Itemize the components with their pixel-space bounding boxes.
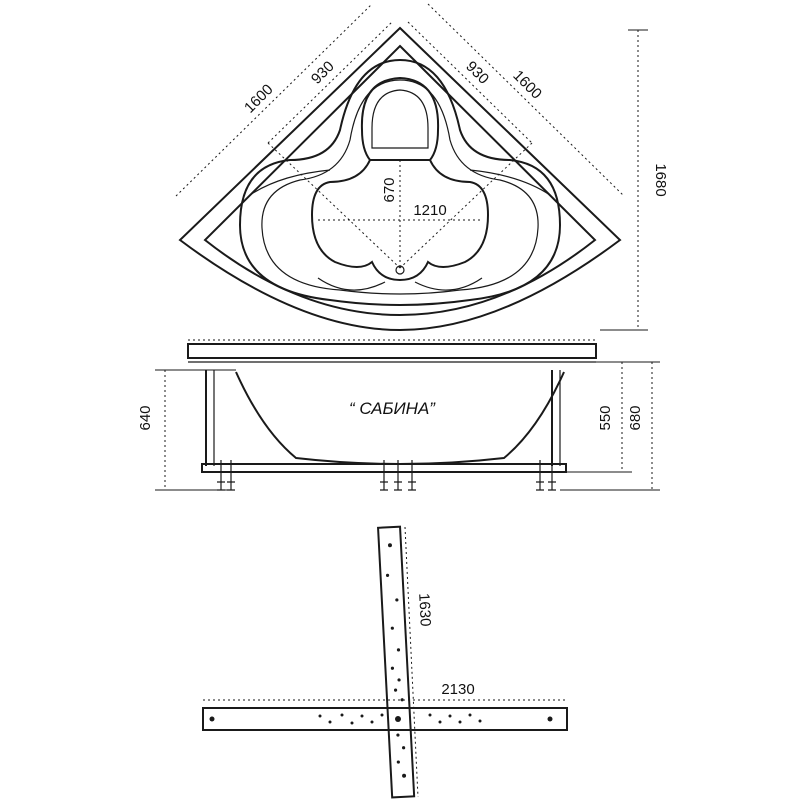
dim-label-cross-beam: 1630	[415, 593, 434, 627]
dim-line-left-outer	[175, 3, 373, 197]
dim-line-right-outer	[427, 3, 625, 197]
leg	[394, 460, 402, 491]
long-beam	[202, 707, 568, 731]
dim-line-left-inner	[267, 21, 393, 144]
leg	[548, 460, 556, 491]
cross-beam-outline	[377, 525, 416, 799]
dim-label-right-inner: 930	[462, 58, 492, 88]
dim-label-left-outer: 1600	[241, 81, 277, 117]
model-name-label: “ САБИНА”	[349, 399, 436, 418]
dim-label-height-inner: 550	[597, 405, 614, 430]
dim-label-right-outer: 1600	[509, 67, 545, 103]
long-beam-holes	[209, 713, 553, 725]
dim-label-bowl-width: 1210	[413, 202, 446, 219]
tub-basin-inner	[261, 79, 539, 295]
right-armrest	[469, 169, 551, 196]
headrest-inner	[371, 89, 429, 149]
tub-inner-rim	[203, 44, 597, 317]
right-seat	[414, 277, 483, 291]
tub-basin-outline	[238, 58, 562, 306]
frame-view: 2130 1630	[202, 525, 568, 799]
cross-beam-holes	[385, 543, 407, 778]
left-seat	[317, 277, 386, 291]
leg	[380, 460, 388, 491]
dim-label-depth: 1680	[652, 163, 669, 196]
dim-line-right-inner	[407, 21, 533, 144]
tub-shell-outline	[235, 371, 565, 465]
dim-label-height-frame: 680	[627, 405, 644, 430]
leg	[408, 460, 416, 491]
dim-line-cross-beam	[404, 526, 419, 798]
dim-label-height-total: 640	[137, 405, 154, 430]
tub-outer-outline	[178, 26, 622, 332]
tub-rim	[187, 343, 597, 359]
dim-label-bowl-depth: 670	[381, 177, 398, 202]
footwell-outline	[310, 159, 490, 282]
top-view: 1600 930 930 1600 1680 670 1210	[175, 3, 669, 332]
leg	[536, 460, 544, 491]
long-beam-outline	[202, 707, 568, 731]
dim-label-long-beam: 2130	[441, 681, 474, 698]
right-diagonal-guide	[399, 142, 533, 269]
left-armrest	[249, 169, 331, 196]
drain-hole	[395, 265, 405, 275]
cross-beam	[377, 525, 416, 799]
headrest-outline	[360, 76, 440, 161]
left-diagonal-guide	[267, 142, 401, 269]
side-view: “ САБИНА” 640 550 680	[137, 339, 660, 491]
